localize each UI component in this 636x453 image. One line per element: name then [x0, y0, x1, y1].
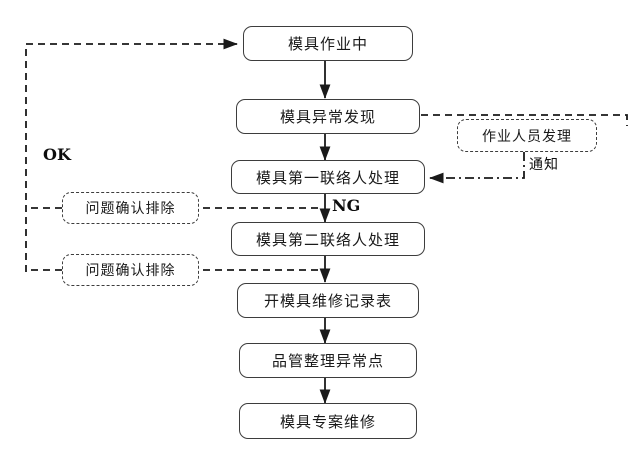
node-first-contact[interactable]: 模具第一联络人处理 — [231, 160, 425, 194]
node-second-contact-label: 模具第二联络人处理 — [255, 230, 400, 249]
node-issue-confirm-2[interactable]: 问题确认排除 — [62, 254, 199, 286]
node-issue-confirm-1-label: 问题确认排除 — [85, 201, 176, 217]
node-second-contact[interactable]: 模具第二联络人处理 — [231, 222, 425, 256]
node-qc-summary-label: 品管整理异常点 — [271, 352, 384, 370]
node-special-repair[interactable]: 模具专案维修 — [239, 403, 417, 439]
node-mold-operating-label: 模具作业中 — [287, 35, 368, 53]
node-special-repair-label: 模具专案维修 — [279, 412, 376, 431]
node-issue-confirm-2-label: 问题确认排除 — [85, 263, 176, 279]
node-abnormality-found[interactable]: 模具异常发现 — [236, 99, 420, 134]
node-repair-record[interactable]: 开模具维修记录表 — [237, 283, 419, 318]
node-first-contact-label: 模具第一联络人处理 — [255, 168, 400, 187]
node-issue-confirm-1[interactable]: 问题确认排除 — [62, 192, 199, 224]
node-operator-handle-label: 作业人员发理 — [482, 128, 572, 145]
node-abnormality-found-label: 模具异常发现 — [279, 108, 376, 126]
node-qc-summary[interactable]: 品管整理异常点 — [239, 343, 417, 378]
edge-ok-feedback-loop — [25, 38, 238, 272]
edge-notify-to-first — [429, 152, 525, 184]
node-operator-handle[interactable]: 作业人员发理 — [457, 119, 597, 152]
edge-label-ok: OK — [43, 145, 71, 164]
node-repair-record-label: 开模具维修记录表 — [263, 292, 392, 310]
edge-label-notify: 通知 — [529, 157, 559, 173]
node-mold-operating[interactable]: 模具作业中 — [243, 26, 413, 61]
edge-label-ng: NG — [332, 196, 361, 215]
edge-found-to-operator — [325, 114, 628, 126]
